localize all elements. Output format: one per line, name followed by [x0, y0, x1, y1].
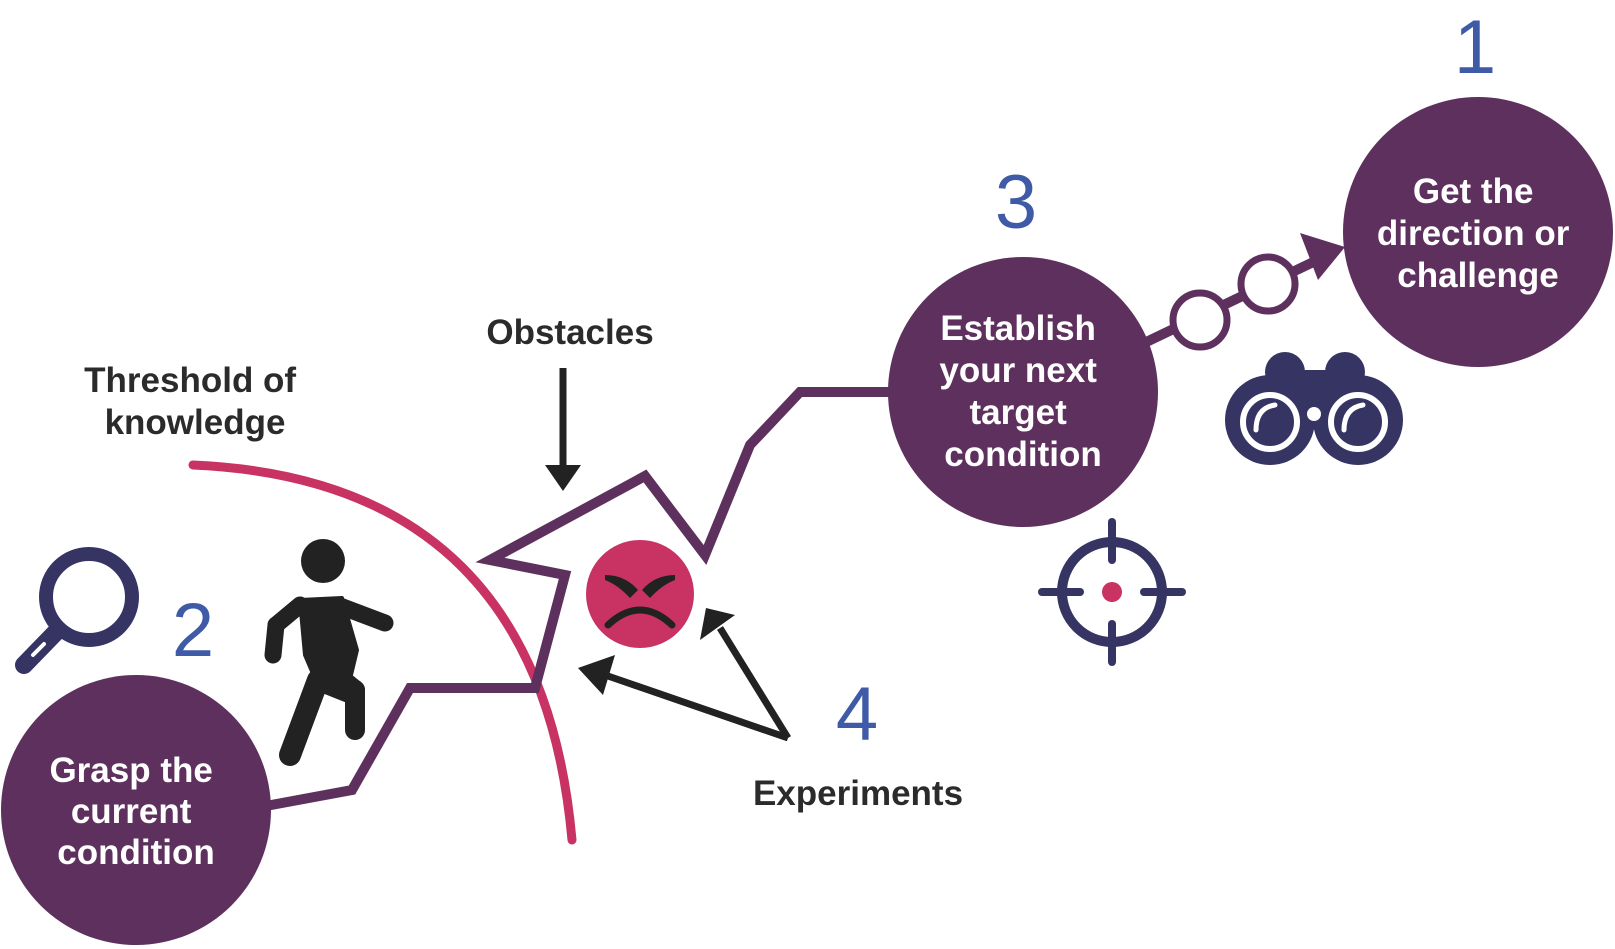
threshold-label: Threshold of knowledge: [84, 361, 306, 442]
step-3-circle: [888, 257, 1158, 527]
step-2-number: 2: [172, 588, 214, 673]
step-1: Get the direction or challenge 1: [1343, 5, 1613, 367]
step-2-circle: [1, 675, 271, 945]
binoculars-icon: [1225, 352, 1403, 465]
step-1-label: Get the direction or challenge: [1377, 172, 1579, 295]
magnifier-icon: [15, 547, 139, 674]
step-3-number: 3: [995, 160, 1037, 245]
threshold-of-knowledge-arc: [188, 460, 577, 845]
walking-person-icon: [264, 539, 394, 766]
step-4-number: 4: [836, 672, 878, 757]
target-crosshair-icon: [1038, 518, 1186, 666]
step-3-label: Establish your next target condition: [939, 309, 1106, 474]
progress-path-line: [254, 387, 900, 813]
experiments-label: Experiments: [753, 774, 963, 813]
experiments-arrows: [578, 608, 791, 742]
connector-arrowhead: [1300, 233, 1345, 280]
step-1-circle: [1343, 97, 1613, 367]
obstacles-arrow: [545, 368, 581, 491]
step-2: Grasp the current condition 2: [1, 588, 271, 945]
step-3: Establish your next target condition 3: [888, 160, 1158, 527]
angry-face-icon: [586, 540, 694, 648]
step-1-number: 1: [1454, 5, 1496, 90]
connector-ring: [1237, 253, 1299, 315]
connector-ring: [1169, 289, 1231, 351]
obstacles-label: Obstacles: [486, 313, 653, 352]
step-2-label: Grasp the current condition: [49, 751, 222, 872]
direction-connector: [1137, 233, 1345, 351]
